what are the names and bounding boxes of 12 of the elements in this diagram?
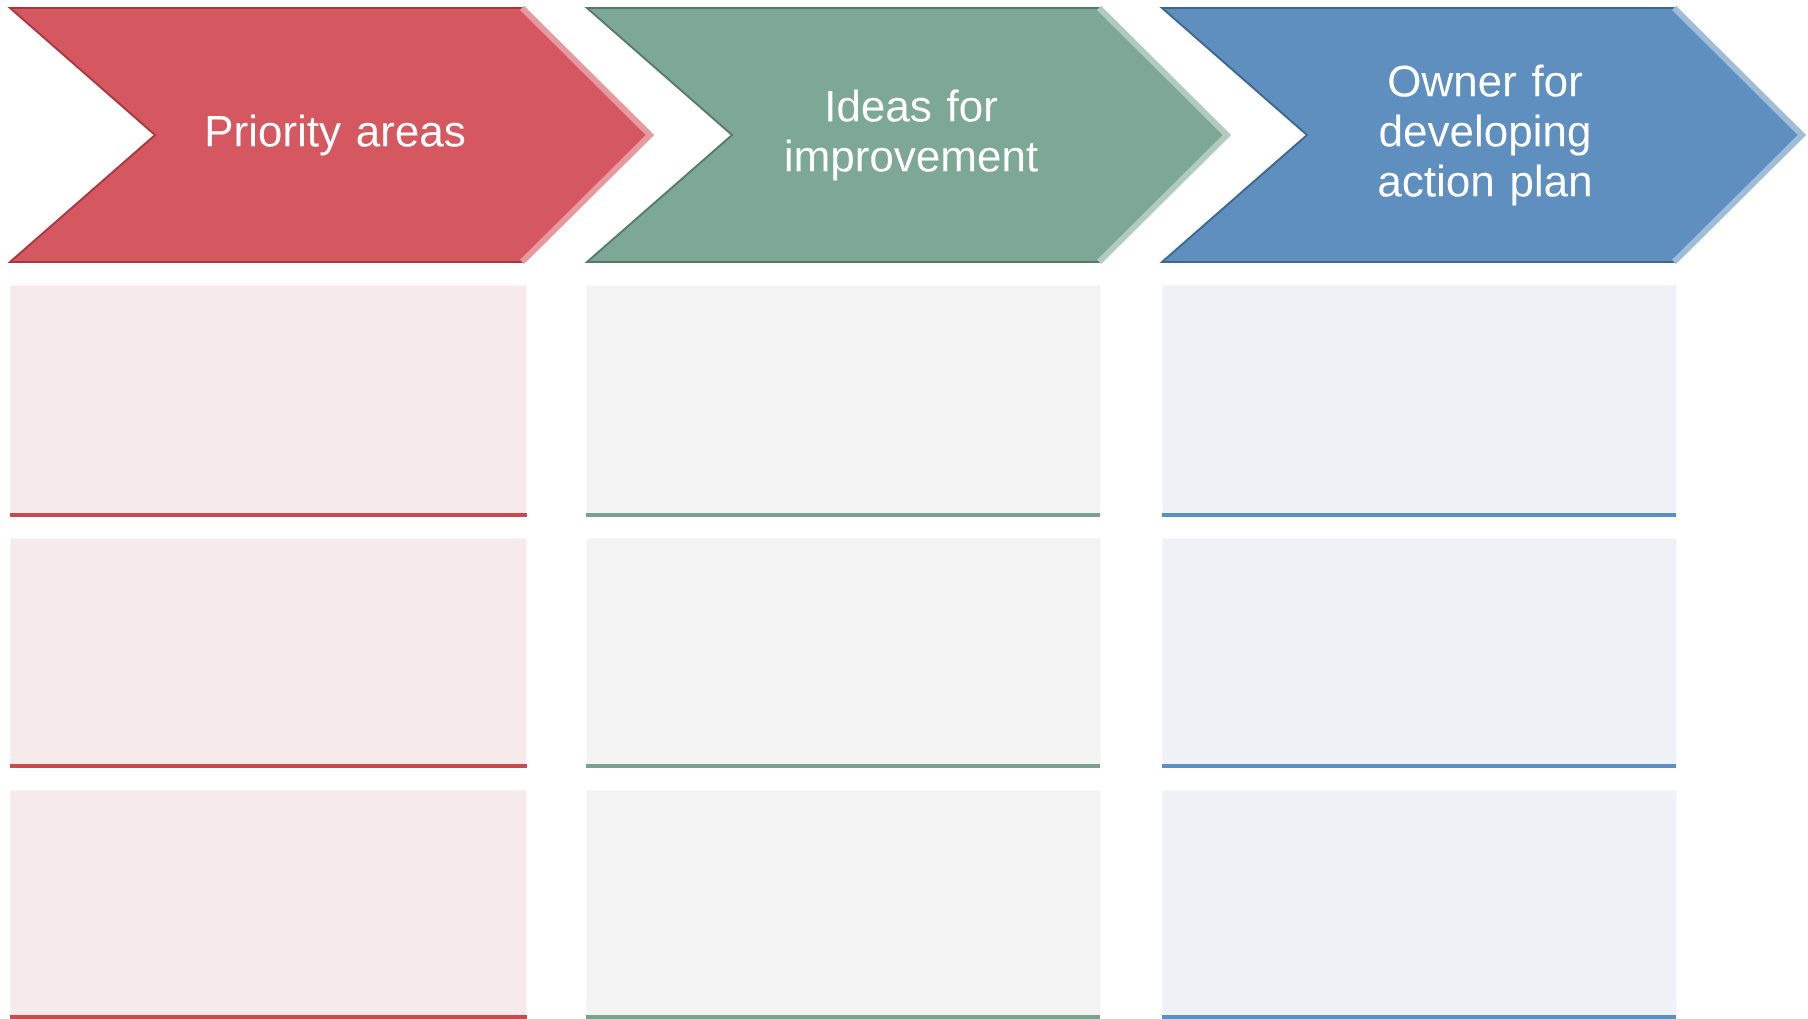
- text-box: [1162, 538, 1677, 768]
- chevron-banner: Owner for developing action plan: [1159, 5, 1807, 265]
- text-box: [10, 538, 527, 768]
- chevron-banner: Priority areas: [7, 5, 655, 265]
- text-box: [10, 790, 527, 1019]
- text-box: [586, 538, 1101, 768]
- text-box: [1162, 790, 1677, 1019]
- text-box: [1162, 285, 1677, 517]
- text-box: [586, 790, 1101, 1019]
- chevron-banner: Ideas for improvement: [584, 5, 1232, 265]
- text-box: [586, 285, 1101, 517]
- text-box: [10, 285, 527, 517]
